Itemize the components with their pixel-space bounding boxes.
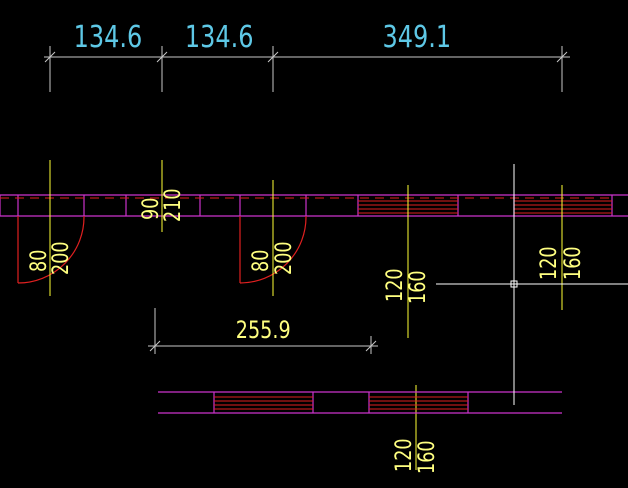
top-dimension-tick-4	[556, 51, 568, 63]
crosshair-cursor[interactable]	[436, 164, 628, 405]
lower-wall[interactable]	[158, 391, 562, 414]
window3-left-label[interactable]: 120	[391, 438, 416, 472]
door1-left-label[interactable]: 80	[26, 250, 51, 272]
window1-left-label[interactable]: 120	[382, 268, 407, 302]
middle-dimension[interactable]	[148, 308, 378, 354]
window-hatch-3[interactable]	[214, 396, 313, 410]
middle-dimension-tick-right	[365, 340, 377, 352]
window2-right-label[interactable]: 160	[560, 246, 585, 280]
window2-left-label[interactable]: 120	[536, 246, 561, 280]
top-dimension-tick-1	[44, 51, 56, 63]
top-dimension-text-3[interactable]: 349.1	[382, 20, 451, 54]
top-dimension-text-1[interactable]: 134.6	[74, 20, 143, 54]
door2-right-label[interactable]: 200	[271, 241, 296, 275]
top-dimension-tick-3	[267, 51, 279, 63]
opening-right-label[interactable]: 210	[160, 188, 185, 222]
door2-left-label[interactable]: 80	[248, 250, 273, 272]
top-dimension-chain[interactable]	[44, 46, 570, 92]
door1-right-label[interactable]: 200	[48, 241, 73, 275]
window-hatch-4[interactable]	[369, 396, 468, 410]
window-hatch-2[interactable]	[514, 200, 612, 214]
axis-lines[interactable]	[49, 160, 563, 470]
top-dimension-tick-2	[156, 51, 168, 63]
top-dimension-text-2[interactable]: 134.6	[185, 20, 254, 54]
crosshair-pickbox	[510, 280, 518, 288]
window1-right-label[interactable]: 160	[405, 270, 430, 304]
opening-left-label[interactable]: 90	[138, 198, 163, 220]
door-swing-2[interactable]	[239, 215, 307, 284]
door-swing-1[interactable]	[17, 215, 85, 284]
middle-dimension-tick-left	[149, 340, 161, 352]
window3-right-label[interactable]: 160	[414, 440, 439, 474]
middle-dimension-text[interactable]: 255.9	[236, 317, 291, 345]
